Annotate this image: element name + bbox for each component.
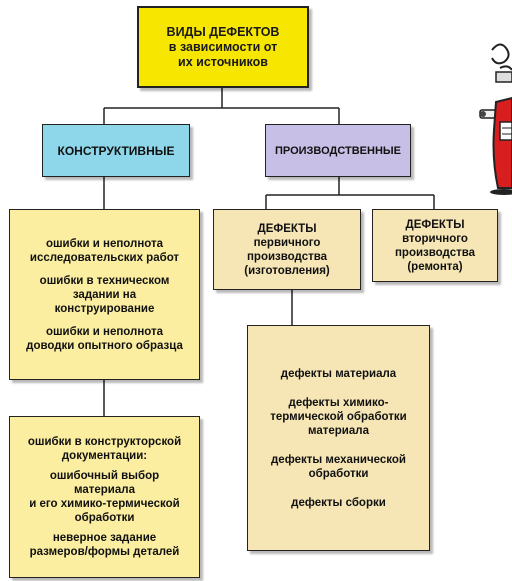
primary-production-defects-box: ДЕФЕКТЫ первичного производства (изготов…	[213, 209, 361, 290]
list-item-line: обработки	[74, 512, 135, 524]
list-item-line: размеров/формы деталей	[29, 546, 180, 558]
list-item-line: материала	[308, 424, 369, 437]
box-heading-line: ошибки в конструкторской	[27, 436, 182, 448]
title-line: их источников	[178, 54, 268, 69]
constructive-errors-box: ошибки и неполнота исследовательских раб…	[9, 209, 200, 380]
list-item-line: ошибки и неполнота	[45, 237, 164, 250]
list-item-line: дефекты химико-	[288, 396, 389, 409]
list-item-line: дефекты материала	[280, 367, 397, 380]
list-item-line: исследовательских работ	[29, 251, 180, 264]
secondary-line: (ремонта)	[407, 260, 463, 273]
constructive-label: КОНСТРУКТИВНЫЕ	[57, 143, 175, 158]
list-item-line: конструирование	[54, 302, 155, 315]
list-item-line: неверное задание	[52, 532, 157, 544]
list-item-line: задании на	[72, 288, 137, 301]
primary-line: (изготовления)	[244, 264, 330, 277]
primary-line: ДЕФЕКТЫ	[257, 222, 317, 235]
primary-line: первичного	[253, 236, 321, 249]
title-box: ВИДЫ ДЕФЕКТОВ в зависимости от их источн…	[137, 6, 309, 88]
list-item-line: обработки	[308, 467, 369, 480]
secondary-production-defects-box: ДЕФЕКТЫ вторичного производства (ремонта…	[372, 209, 498, 282]
list-item-line: дефекты механической	[271, 453, 406, 466]
list-item-line: ошибочный выбор	[49, 470, 160, 482]
list-item-line: дефекты сборки	[291, 496, 386, 509]
secondary-line: вторичного	[402, 232, 468, 245]
design-documentation-errors-box: ошибки в конструкторской документации: о…	[9, 416, 200, 578]
title-line: ВИДЫ ДЕФЕКТОВ	[166, 24, 280, 39]
list-item-line: ошибки в техническом	[39, 274, 170, 287]
cartoon-robot-icon	[479, 43, 512, 195]
box-heading-line: документации:	[61, 450, 148, 462]
secondary-line: производства	[394, 246, 476, 259]
production-category-box: ПРОИЗВОДСТВЕННЫЕ	[265, 124, 411, 177]
list-item-line: материала	[74, 484, 135, 496]
list-item-line: термической обработки	[270, 410, 407, 423]
list-item-line: ошибки и неполнота	[45, 325, 164, 338]
primary-line: производства	[246, 250, 328, 263]
secondary-line: ДЕФЕКТЫ	[405, 218, 465, 231]
production-defects-list-box: дефекты материала дефекты химико- термич…	[247, 325, 430, 551]
production-label: ПРОИЗВОДСТВЕННЫЕ	[274, 144, 402, 157]
list-item-line: и его химико-термической	[29, 498, 180, 510]
title-line: в зависимости от	[168, 39, 278, 54]
constructive-category-box: КОНСТРУКТИВНЫЕ	[42, 124, 190, 177]
list-item-line: доводки опытного образца	[26, 339, 183, 352]
